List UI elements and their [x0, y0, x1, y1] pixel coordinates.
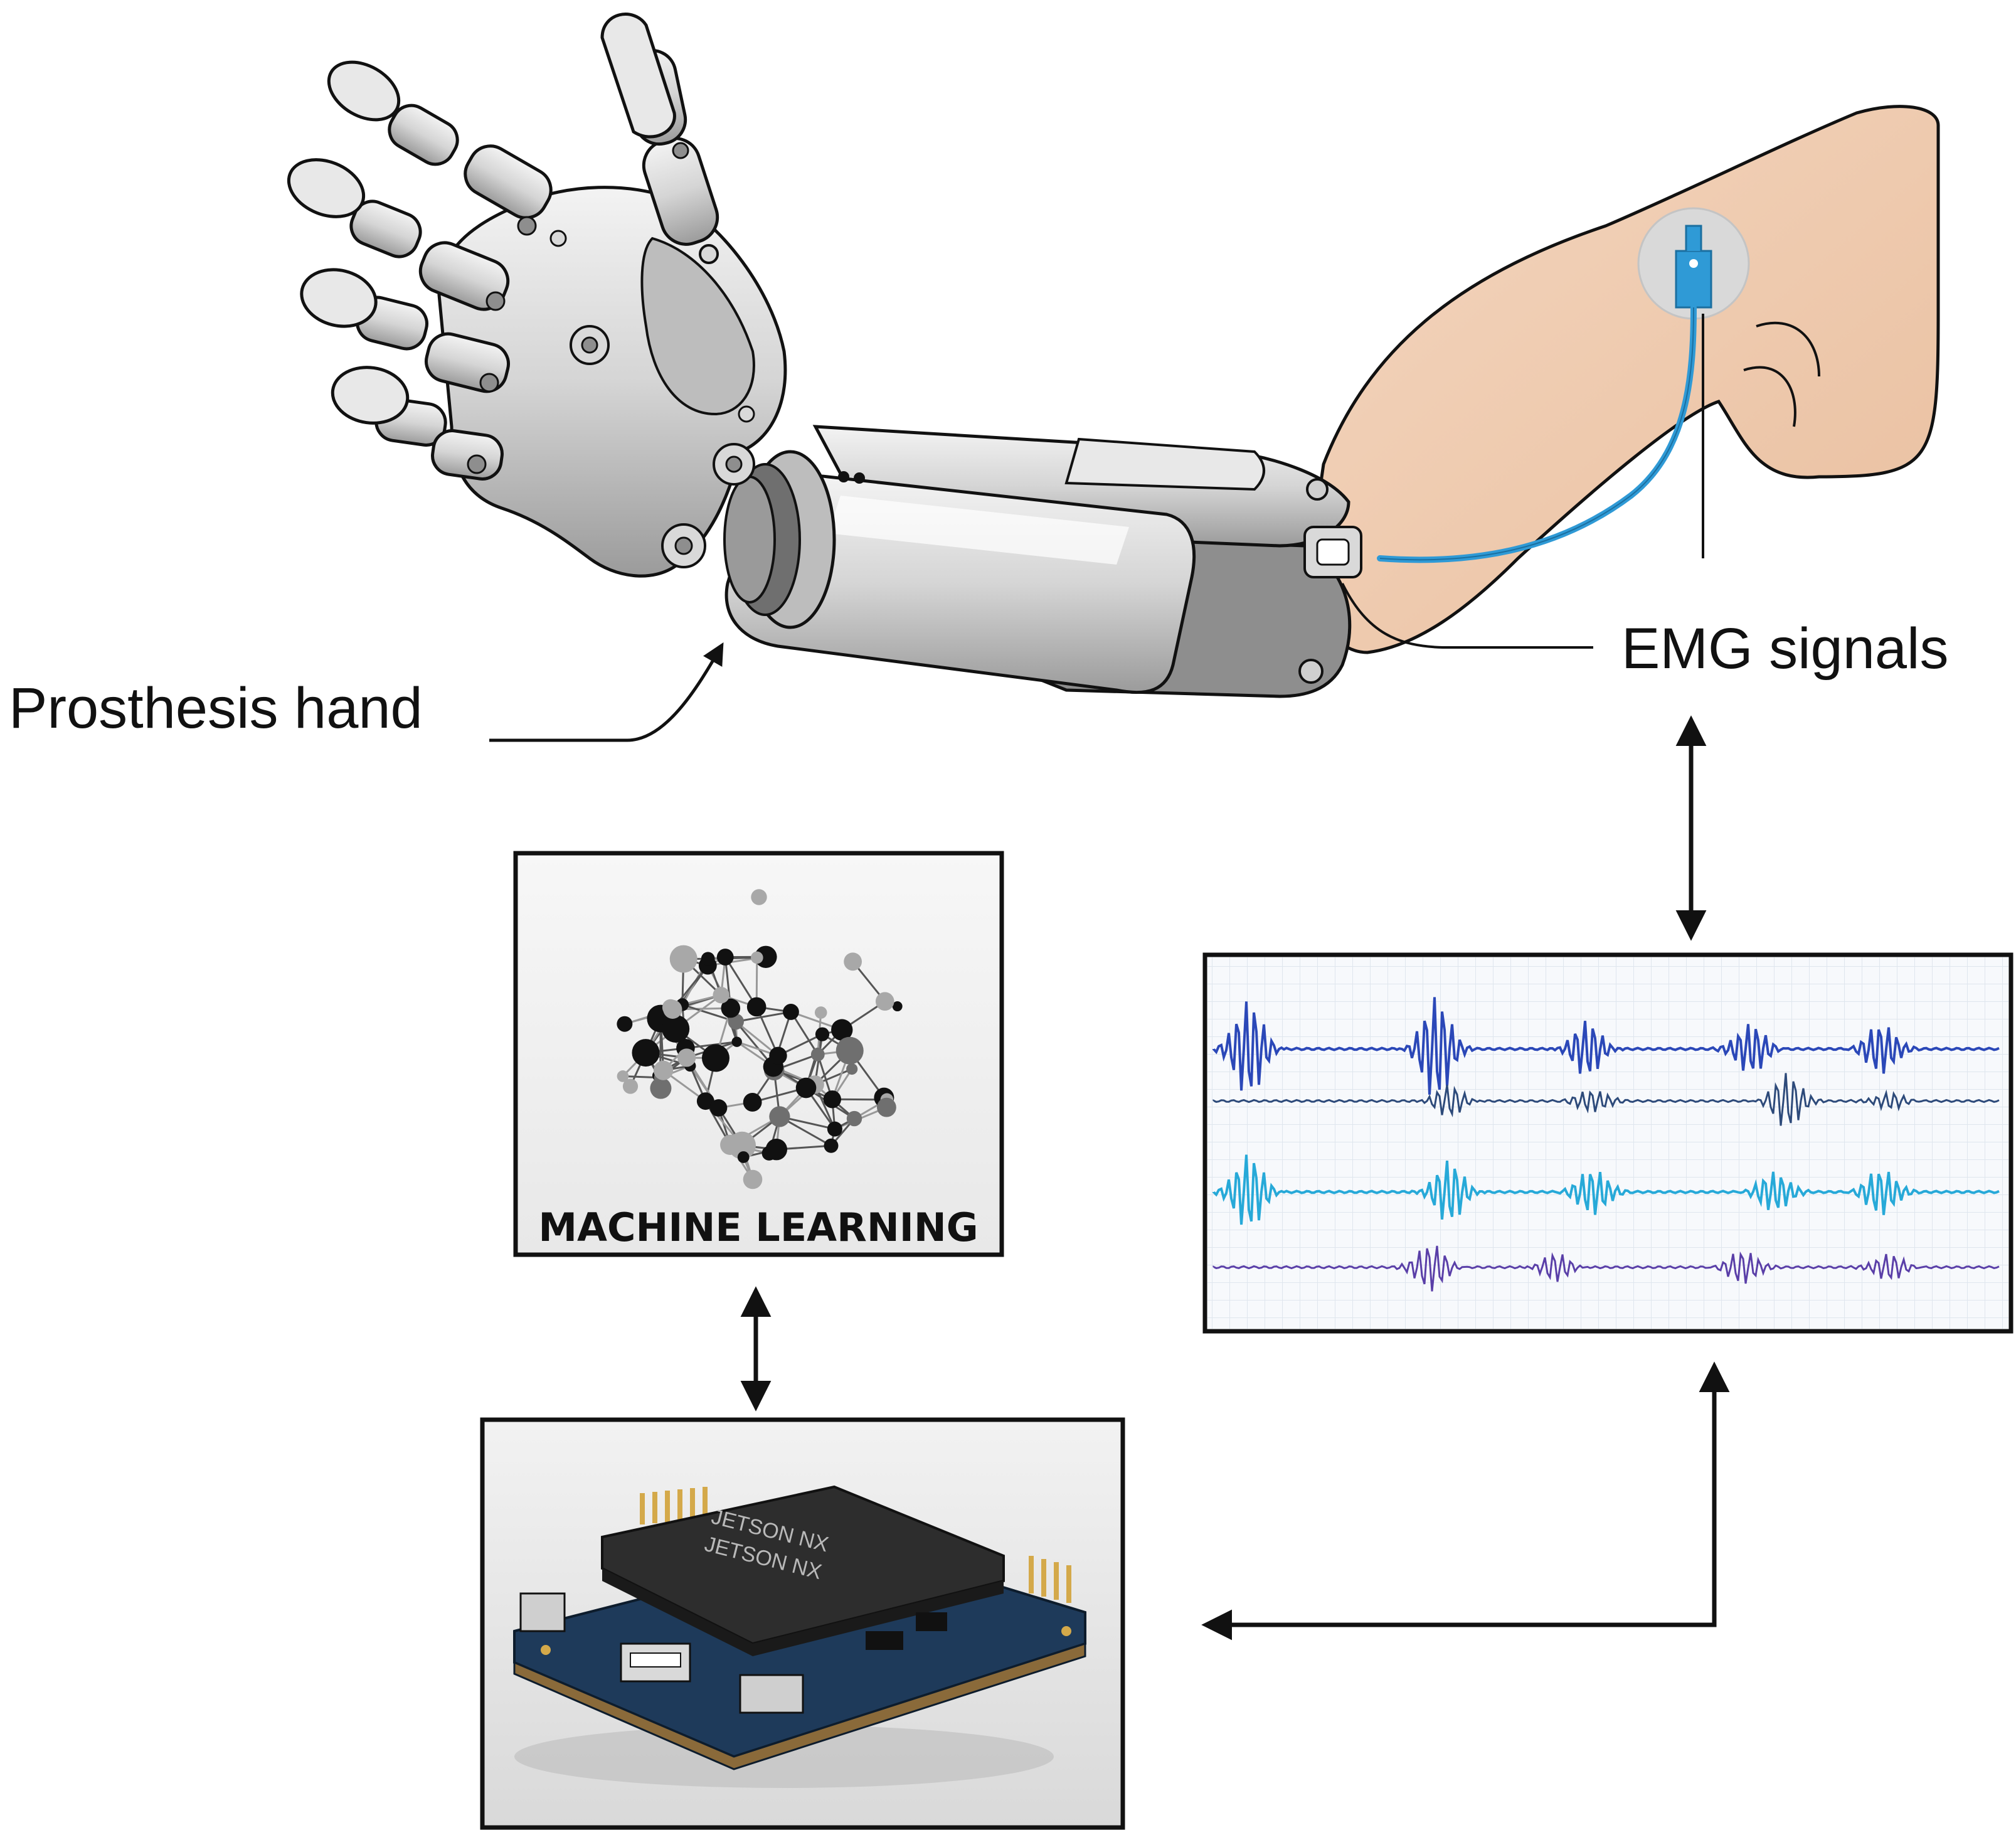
- network-node: [743, 1093, 762, 1112]
- middle-finger: [287, 158, 510, 311]
- network-node: [751, 951, 763, 964]
- emg-trace-1: [1212, 997, 2000, 1095]
- network-edge: [736, 1011, 792, 1023]
- upper-arm-skin: [1308, 105, 1940, 654]
- little-finger: [331, 366, 504, 481]
- network-node: [877, 1097, 896, 1117]
- network-node: [721, 998, 741, 1018]
- network-node: [836, 1036, 864, 1065]
- network-node: [815, 1027, 830, 1041]
- machine-learning-box: MACHINE LEARNING: [513, 851, 1004, 1257]
- prosthesis-hand-label: Prosthesis hand: [9, 676, 423, 740]
- emg-pointer-line-2: [1341, 583, 1593, 649]
- network-node: [824, 1138, 839, 1153]
- network-node: [810, 1047, 825, 1061]
- network-edge: [724, 956, 758, 1008]
- display-port: [739, 1674, 804, 1714]
- network-node: [795, 1077, 817, 1099]
- network-node: [650, 1077, 672, 1099]
- machine-learning-caption: MACHINE LEARNING: [538, 1205, 978, 1250]
- thumb: [600, 13, 719, 264]
- network-node: [622, 1078, 639, 1094]
- network-node: [892, 1001, 903, 1012]
- neural-network-icon: [617, 889, 903, 1189]
- network-node: [846, 1110, 862, 1127]
- network-node: [716, 949, 734, 966]
- network-node: [662, 999, 679, 1016]
- network-node: [669, 945, 698, 973]
- network-node: [751, 889, 767, 905]
- arrow-plot-to-board: [1201, 1361, 1730, 1641]
- network-node: [827, 1121, 842, 1137]
- elbow-crease: [1756, 321, 1820, 377]
- index-finger: [327, 60, 553, 236]
- network-node: [783, 1004, 799, 1020]
- network-node: [746, 997, 767, 1017]
- network-node: [696, 1092, 714, 1110]
- network-node: [765, 1138, 788, 1161]
- network-node: [846, 1063, 858, 1075]
- emg-signal-plot: [1202, 952, 2013, 1334]
- network-node: [653, 1060, 674, 1080]
- jetson-board-box: JETSON NX JETSON NX: [480, 1417, 1125, 1830]
- network-node: [701, 1044, 729, 1072]
- elbow-crease-2: [1743, 366, 1796, 427]
- network-edge: [790, 1011, 819, 1055]
- emg-trace-4: [1212, 1245, 2000, 1292]
- network-node: [617, 1016, 633, 1032]
- network-node: [701, 952, 715, 966]
- pin-header: [640, 1487, 1071, 1603]
- network-node: [677, 1048, 696, 1067]
- network-node: [769, 1106, 790, 1127]
- prosthesis-pointer-arrow: [489, 642, 724, 742]
- ethernet-port: [519, 1592, 566, 1632]
- emg-trace-2: [1212, 1073, 2000, 1126]
- emg-trace-3: [1212, 1154, 2000, 1225]
- residual-arm: [1308, 105, 1940, 654]
- network-node: [737, 1151, 750, 1163]
- network-node: [709, 1099, 728, 1117]
- robotic-prosthesis-hand-icon: [287, 13, 1362, 698]
- network-node: [875, 992, 894, 1011]
- ring-finger: [300, 268, 510, 393]
- emg-signals-label: EMG signals: [1621, 617, 1949, 681]
- network-node: [728, 1131, 756, 1159]
- network-edge: [735, 1021, 779, 1056]
- network-node: [662, 1014, 690, 1043]
- network-node: [632, 1039, 660, 1067]
- network-node: [823, 1090, 842, 1109]
- network-node: [844, 952, 862, 971]
- network-node: [831, 1019, 853, 1041]
- emg-electrode-icon: [1377, 207, 1750, 563]
- network-node: [743, 1169, 763, 1189]
- network-node: [814, 1006, 827, 1019]
- jetson-board-icon: JETSON NX JETSON NX: [513, 1485, 1086, 1788]
- network-node: [713, 986, 729, 1004]
- network-node: [731, 1036, 742, 1047]
- network-node: [769, 1046, 787, 1065]
- network-node: [617, 1070, 629, 1082]
